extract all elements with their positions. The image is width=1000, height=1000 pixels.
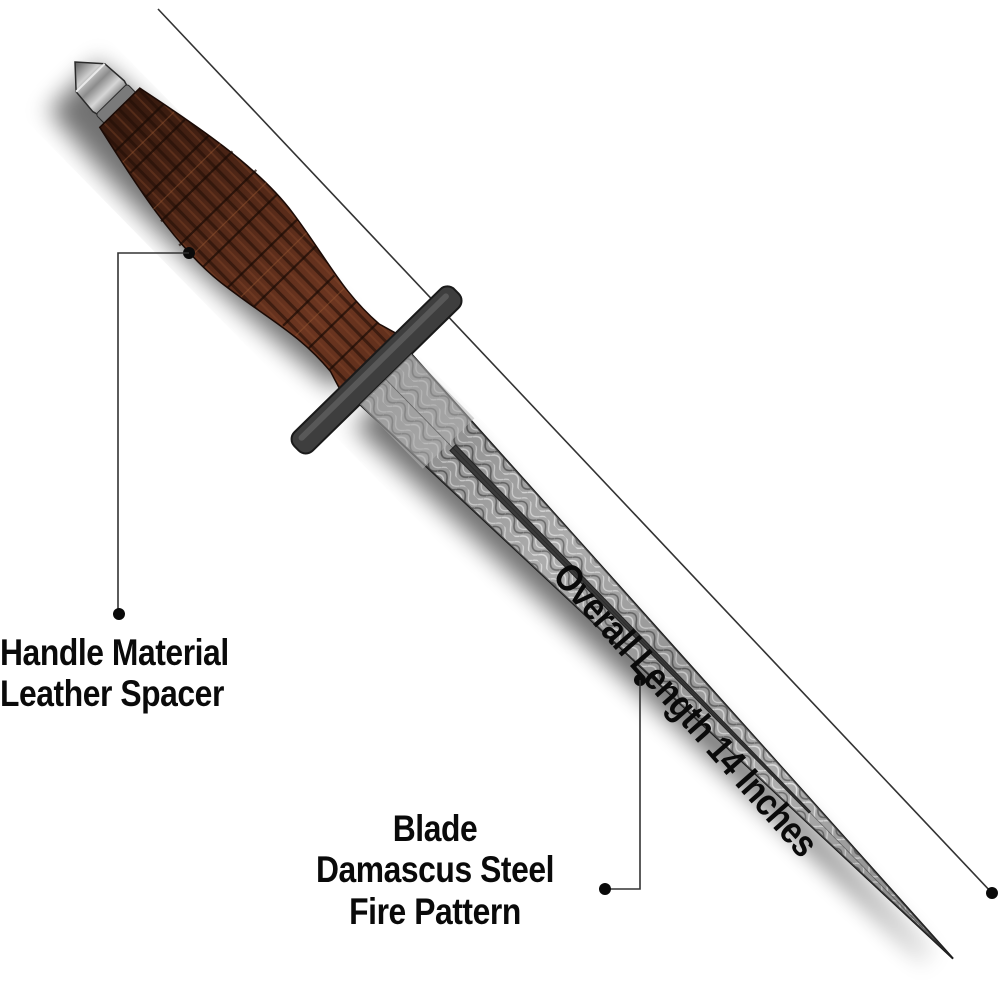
blade-callout-leader — [599, 674, 646, 895]
blade-label-line1: Blade — [392, 808, 478, 849]
length-dimension-dot — [986, 887, 998, 899]
blade-label-line2: Damascus Steel — [315, 849, 555, 891]
blade-label-line3: Fire Pattern — [349, 890, 521, 932]
handle-label-line1: Handle Material — [0, 632, 229, 673]
leather-handle — [99, 88, 398, 391]
handle-material-label: Handle Material Leather Spacer — [0, 632, 249, 715]
length-dimension-line — [157, 8, 993, 894]
handle-callout-leader — [113, 247, 195, 620]
handle-label-line2: Leather Spacer — [0, 673, 224, 715]
blade-material-label: Blade Damascus Steel Fire Pattern — [293, 808, 577, 932]
